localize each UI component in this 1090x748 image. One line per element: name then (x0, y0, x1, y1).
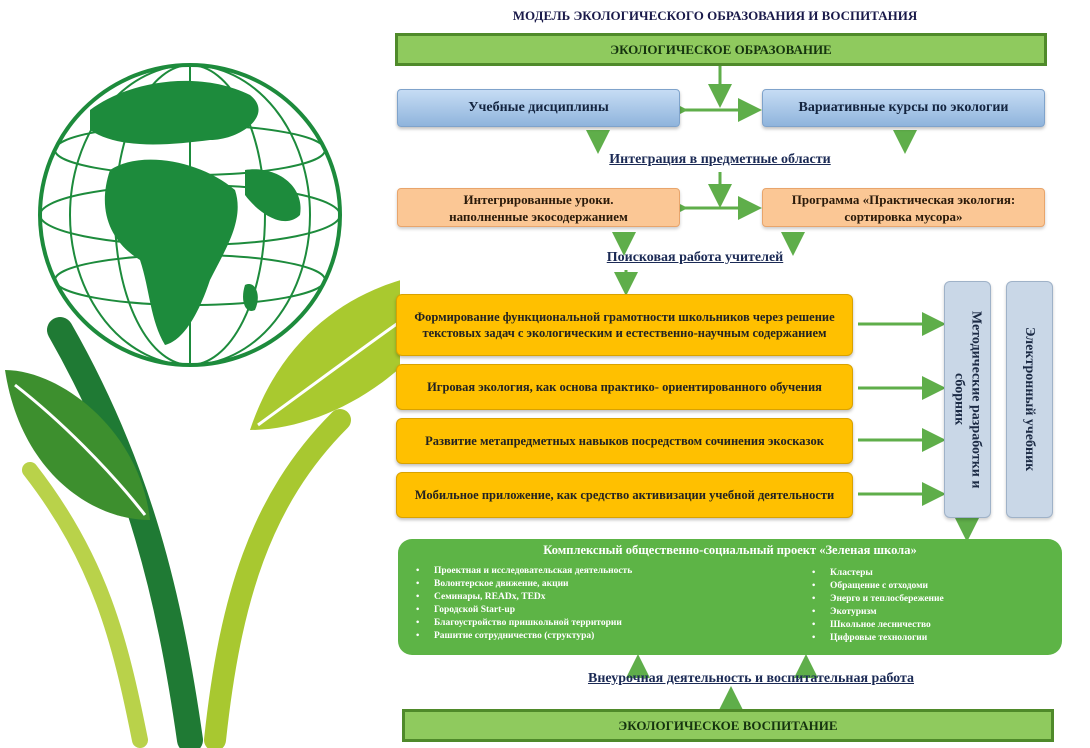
list-item: Благоустройство пришкольной территории (416, 617, 796, 630)
methodical-label: Методические разработки и сборник (951, 310, 984, 489)
project-left-list: Проектная и исследовательская деятельнос… (416, 565, 796, 643)
integrated-lessons-line1: Интегрированные уроки. (463, 191, 614, 207)
list-item: Проектная и исследовательская деятельнос… (416, 565, 796, 578)
e-textbook-label: Электронный учебник (1022, 327, 1037, 472)
continent-africa (104, 159, 238, 345)
variative-box: Вариативные курсы по экологии (762, 89, 1045, 127)
globe-plant-illustration (5, 63, 400, 748)
e-textbook-box: Электронный учебник (1006, 281, 1053, 518)
top-bar: ЭКОЛОГИЧЕСКОЕ ОБРАЗОВАНИЕ (395, 33, 1047, 66)
stem-light (204, 409, 351, 748)
bottom-bar: ЭКОЛОГИЧЕСКОЕ ВОСПИТАНИЕ (402, 709, 1054, 742)
activity-box-1: Формирование функциональной грамотности … (396, 294, 853, 356)
list-item: Экотуризм (812, 606, 1032, 619)
activity-box-2: Игровая экология, как основа практико- о… (396, 364, 853, 410)
integrated-lessons-box: Интегрированные уроки. наполненные экосо… (397, 188, 680, 227)
integrated-lessons-line2: наполненные экосодержанием (449, 208, 628, 224)
extracurricular-label: Внеурочная деятельность и воспитательная… (587, 671, 915, 686)
continent-arabia (245, 169, 301, 222)
continent-europe (90, 80, 259, 145)
continent-madagascar (243, 284, 258, 311)
integration-label: Интеграция в предметные области (609, 152, 831, 167)
search-work-label: Поисковая работа учителей (606, 250, 784, 265)
list-item: Кластеры (812, 567, 1032, 580)
list-item: Семинары, READх, TEDх (416, 591, 796, 604)
program-line2: сортировка мусора» (844, 208, 963, 224)
right-leaf (250, 280, 400, 430)
activity-box-4: Мобильное приложение, как средство актив… (396, 472, 853, 518)
methodical-box: Методические разработки и сборник (944, 281, 991, 518)
program-box: Программа «Практическая экология: сортир… (762, 188, 1045, 227)
list-item: Городской Start-up (416, 604, 796, 617)
list-item: Цифровые технологии (812, 632, 1032, 645)
stem-dark (47, 317, 203, 748)
activity-box-3: Развитие метапредметных навыков посредст… (396, 418, 853, 464)
left-leaf-vein (14, 383, 147, 516)
stem-light-2 (22, 462, 148, 748)
list-item: Энерго и теплосбережение (812, 593, 1032, 606)
green-school-project: Комплексный общественно-социальный проек… (398, 539, 1062, 655)
list-item: Обращение с отходоми (812, 580, 1032, 593)
list-item: Школьное лесничество (812, 619, 1032, 632)
program-line1: Программа «Практическая экология: (791, 191, 1016, 207)
project-right-list: Кластеры Обращение с отходоми Энерго и т… (812, 567, 1032, 645)
diagram-title: МОДЕЛЬ ЭКОЛОГИЧЕСКОГО ОБРАЗОВАНИЯ И ВОСП… (512, 8, 918, 23)
disciplines-box: Учебные дисциплины (397, 89, 680, 127)
right-leaf-vein (257, 319, 400, 427)
list-item: Рашитие сотрудничество (структура) (416, 630, 796, 643)
list-item: Волонтерское движение, акции (416, 578, 796, 591)
project-title: Комплексный общественно-социальный проек… (543, 543, 917, 557)
